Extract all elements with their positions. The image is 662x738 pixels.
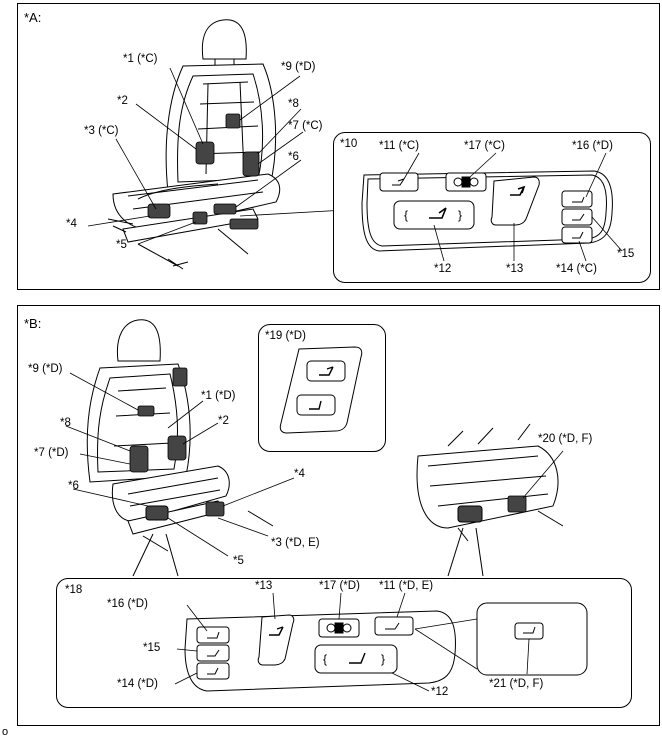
inset-18-label: *18 (65, 584, 83, 596)
inset-10: *10 { } (333, 132, 651, 283)
inset-10-label: *10 (340, 138, 358, 150)
inset-10-callout-13: *13 (506, 263, 524, 275)
inset-18-callout-17: *17 (*D) (319, 580, 360, 592)
callout-a-2: *2 (117, 95, 128, 107)
inset-18-callout-14: *14 (*D) (117, 678, 158, 690)
inset-18-callout-15: *15 (143, 642, 161, 654)
switch-19 (279, 346, 363, 434)
svg-text:{: { (404, 208, 408, 222)
seat-illustration-a (87, 19, 364, 270)
inset-18-callout-12: *12 (431, 686, 449, 698)
inset-10-callout-17: *17 (*C) (464, 140, 505, 152)
callout-a-5: *5 (116, 239, 127, 251)
svg-text:}: } (381, 652, 385, 666)
callout-b-3: *3 (*D, E) (271, 537, 320, 549)
callout-a-8: *8 (288, 98, 299, 110)
callout-b-7: *7 (*D) (34, 447, 69, 459)
inset-19-label: *19 (*D) (265, 330, 306, 342)
inset-18-callout-21: *21 (*D, F) (489, 678, 544, 690)
inset-10-callout-14: *14 (*C) (556, 263, 597, 275)
seat-illustration-b (65, 319, 564, 577)
callout-b-8: *8 (60, 417, 71, 429)
callout-a-6: *6 (288, 151, 299, 163)
panel-a-label: *A: (24, 10, 42, 25)
panel-b-label: *B: (24, 316, 42, 331)
inset-10-callout-15: *15 (617, 248, 635, 260)
callout-b-9: *9 (*D) (28, 363, 63, 375)
inset-10-callout-12: *12 (434, 263, 452, 275)
inset-19: *19 (*D) (258, 324, 386, 452)
switch-panel-b: { } (174, 592, 588, 692)
footer-id: o (2, 726, 9, 738)
inset-10-callout-16: *16 (*D) (572, 140, 613, 152)
callout-b-4: *4 (294, 468, 305, 480)
panel-a: *A: (17, 3, 660, 290)
callout-b-2: *2 (218, 415, 229, 427)
callout-a-4: *4 (66, 218, 77, 230)
inset-18-callout-13: *13 (255, 580, 273, 592)
panel-b: *B: (17, 305, 660, 726)
callout-a-7: *7 (*C) (288, 120, 323, 132)
inset-18-callout-16: *16 (*D) (107, 598, 148, 610)
inset-18: *18 { } (56, 578, 632, 708)
inset-10-callout-11: *11 (*C) (379, 140, 420, 152)
switch-panel-a: { } (361, 152, 623, 262)
inset-18-callout-11: *11 (*D, E) (379, 580, 434, 592)
callout-a-3: *3 (*C) (84, 125, 119, 137)
callout-a-1: *1 (*C) (123, 53, 158, 65)
callout-a-9: *9 (*D) (281, 61, 316, 73)
callout-b-20: *20 (*D, F) (538, 433, 593, 445)
svg-text:}: } (458, 208, 462, 222)
svg-text:{: { (323, 652, 327, 666)
callout-b-1: *1 (*D) (201, 390, 236, 402)
callout-b-6: *6 (68, 480, 79, 492)
callout-b-5: *5 (233, 555, 244, 567)
